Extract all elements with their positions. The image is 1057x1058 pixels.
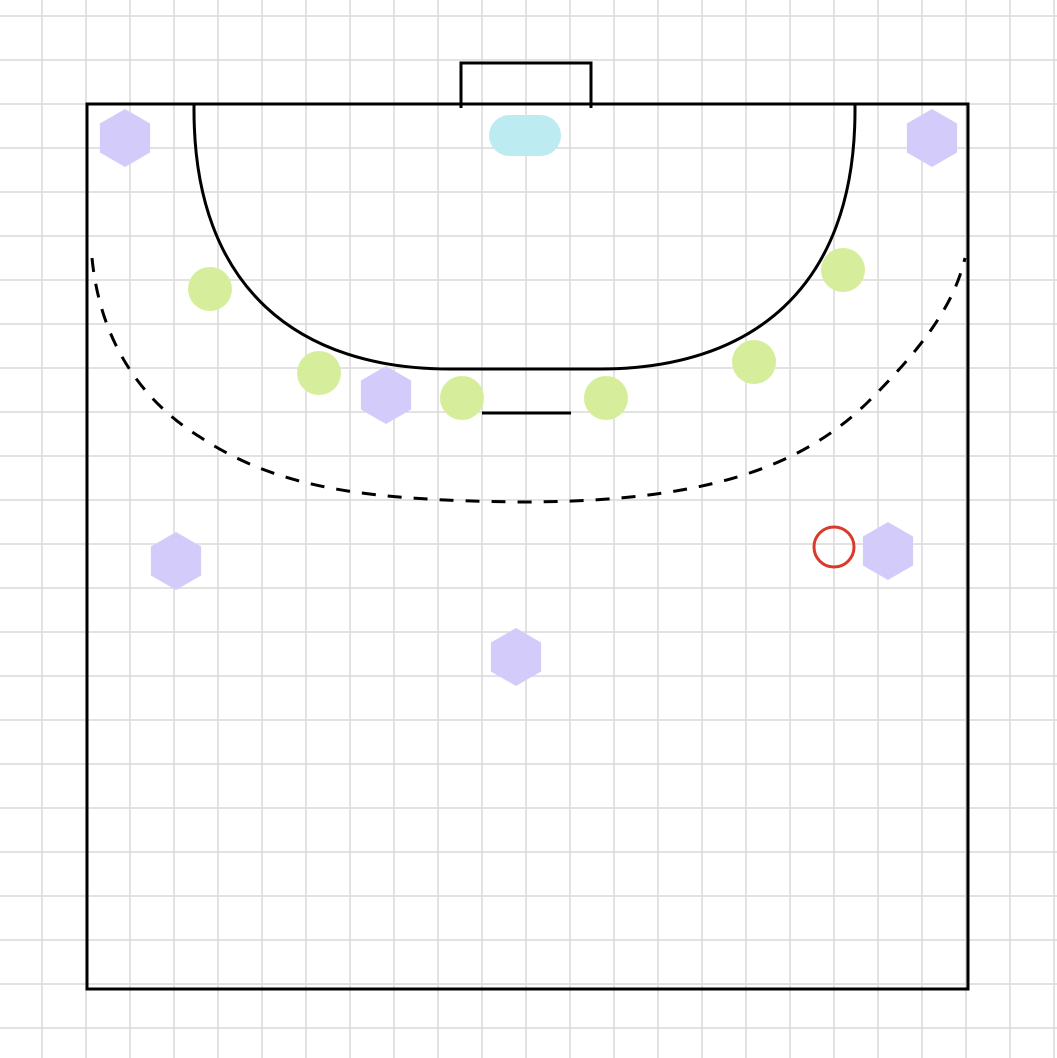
defender-circle[interactable] (732, 340, 776, 384)
defender-circle[interactable] (440, 376, 484, 420)
ball-marker-ring[interactable] (812, 525, 856, 569)
player-markers (99, 109, 958, 686)
attacker-hexagon[interactable] (360, 366, 412, 424)
goalkeeper-marker[interactable] (489, 115, 561, 156)
defender-circle[interactable] (188, 267, 232, 311)
attacker-hexagon[interactable] (906, 109, 958, 167)
court-boundary (85, 102, 970, 991)
attacker-hexagon[interactable] (490, 628, 542, 686)
defender-circle[interactable] (821, 248, 865, 292)
attacker-hexagon[interactable] (99, 109, 151, 167)
goal-area-line (192, 104, 857, 371)
free-throw-line (90, 257, 967, 504)
defender-circle[interactable] (584, 376, 628, 420)
attacker-hexagon[interactable] (862, 522, 914, 580)
court-lines (85, 61, 970, 991)
attacker-hexagon[interactable] (150, 532, 202, 590)
goal (459, 61, 593, 108)
defender-circle[interactable] (297, 351, 341, 395)
